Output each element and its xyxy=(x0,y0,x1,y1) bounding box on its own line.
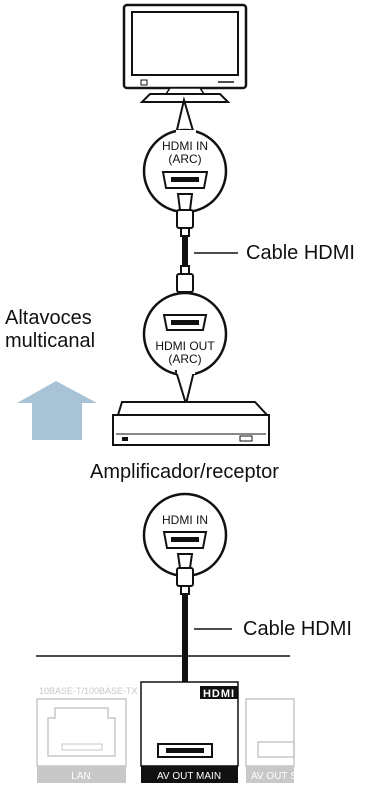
av-out-main-port: HDMI AV OUT MAIN xyxy=(140,681,239,783)
av-out-sub-port: AV OUT S xyxy=(245,698,297,783)
tv-icon xyxy=(122,3,248,103)
amplifier-label: Amplificador/receptor xyxy=(90,461,279,483)
hdmi-logo: HDMI xyxy=(203,688,235,700)
speakers-label-1: Altavoces xyxy=(5,307,92,329)
amp-hdmi-out-port: HDMI OUT (ARC) xyxy=(142,291,228,408)
cable-bottom-label: Cable HDMI xyxy=(243,618,352,640)
tv-port-label-1: HDMI IN xyxy=(162,139,208,153)
av-out-sub-label: AV OUT S xyxy=(251,771,297,782)
cable-top-label: Cable HDMI xyxy=(246,242,355,264)
speakers-label-2: multicanal xyxy=(5,330,96,352)
lan-port: 10BASE-T/100BASE-TX LAN xyxy=(36,686,138,783)
hdmi-cable-top xyxy=(176,193,238,307)
lan-header-label: 10BASE-T/100BASE-TX xyxy=(39,686,138,696)
speaker-output-arrow xyxy=(17,381,97,440)
av-out-main-label: AV OUT MAIN xyxy=(157,771,221,782)
tv-port-label-2: (ARC) xyxy=(168,152,201,166)
amplifier-icon xyxy=(112,401,270,446)
amp-port-label-2: (ARC) xyxy=(168,352,201,366)
lan-label: LAN xyxy=(71,771,90,782)
amp-port-label-1: HDMI OUT xyxy=(155,339,215,353)
amp-in-port-label: HDMI IN xyxy=(162,513,208,527)
